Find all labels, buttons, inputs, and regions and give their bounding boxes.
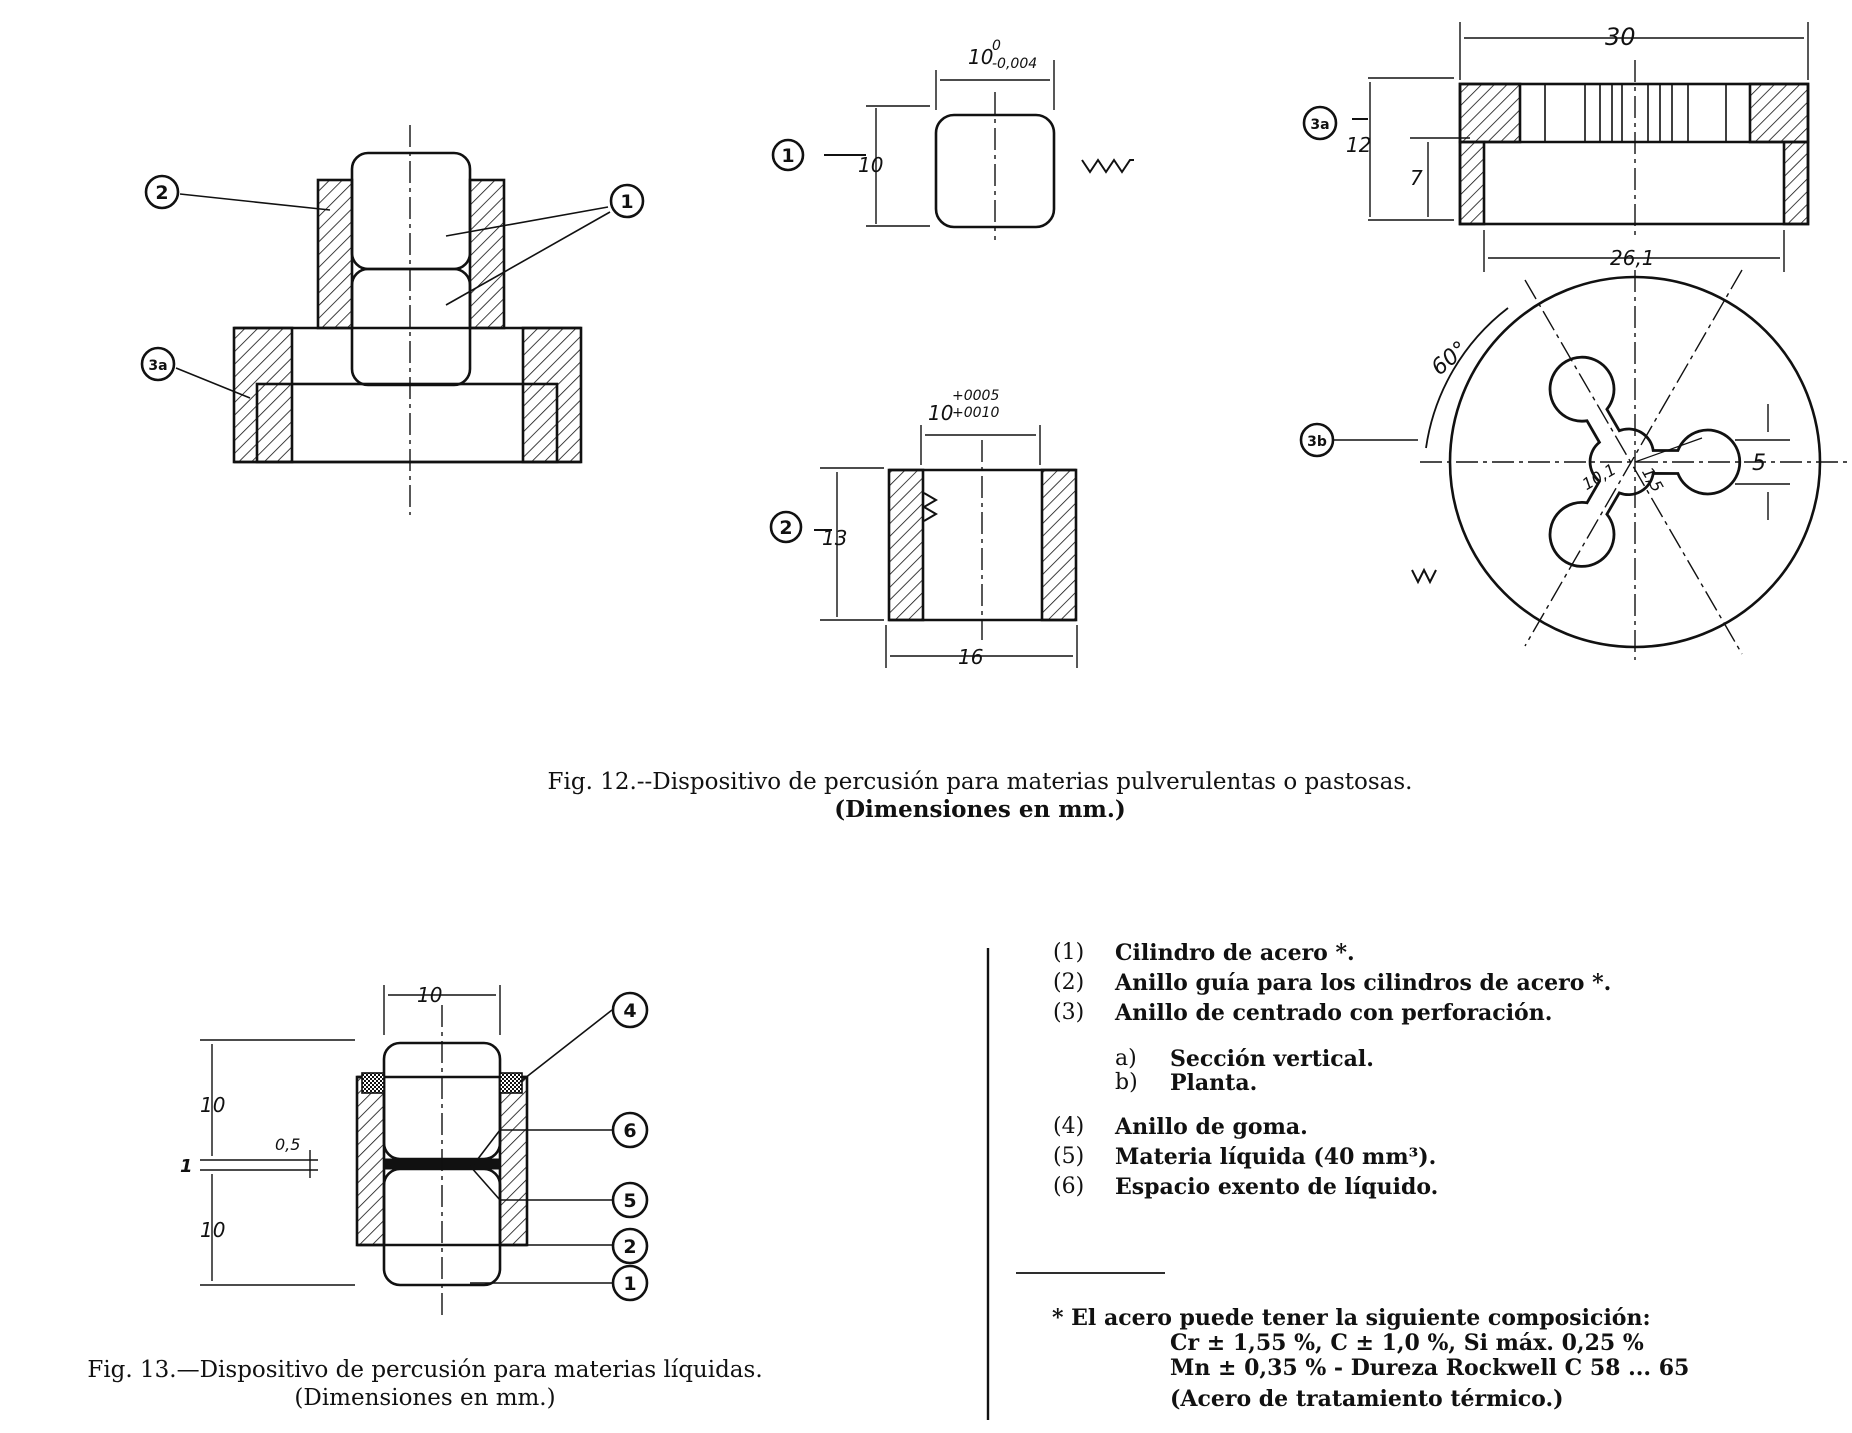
dim-fig13-one: 1 — [180, 1156, 193, 1177]
callout-label: 5 — [623, 1190, 636, 1212]
footnote: * El acero puede tener la siguiente comp… — [1052, 1306, 1832, 1412]
callout-label: 1 — [620, 191, 633, 213]
callout-3b-plan — [1299, 422, 1335, 458]
callout-label: 1 — [781, 145, 794, 167]
callout-2-fig12 — [144, 174, 180, 210]
fig12-cylinder-detail — [824, 60, 1134, 240]
fig13-caption: Fig. 13.—Dispositivo de percusión para m… — [20, 1356, 830, 1412]
fig13-caption-line1: Fig. 13.—Dispositivo de percusión para m… — [87, 1357, 763, 1383]
legend-item: (3)Anillo de centrado con perforación. — [1053, 1000, 1553, 1026]
callout-1-fig12 — [609, 183, 645, 219]
legend-item: (1)Cilindro de acero *. — [1053, 940, 1355, 966]
legend: (1)Cilindro de acero *. (2)Anillo guía p… — [1053, 938, 1813, 1202]
callout-label: 1 — [623, 1273, 636, 1295]
fig12-assembly-leaders — [175, 193, 611, 399]
legend-subitem: a)Sección vertical. — [1115, 1046, 1374, 1072]
dim-ring-tol-lower: +0010 — [952, 405, 999, 421]
legend-item: (4)Anillo de goma. — [1053, 1114, 1308, 1140]
callout-label: 3a — [148, 358, 167, 374]
footnote-line1: * El acero puede tener la siguiente comp… — [1052, 1305, 1651, 1331]
callout-label: 2 — [155, 182, 168, 204]
fig12-guide-ring-detail — [814, 425, 1078, 668]
fig12-centering-ring-section — [1352, 22, 1810, 272]
callout-6-fig13 — [611, 1111, 649, 1149]
fig12-caption-line1: Fig. 12.--Dispositivo de percusión para … — [547, 769, 1413, 795]
callout-2-ring — [769, 510, 803, 544]
dim-centr-depth: 7 — [1410, 166, 1423, 190]
dim-ring-tol-upper: +0005 — [952, 388, 999, 404]
dim-angle: 60° — [1427, 337, 1473, 381]
callout-1-cylinder — [771, 138, 805, 172]
legend-item: (2)Anillo guía para los cilindros de ace… — [1053, 970, 1612, 996]
dim-fig13-diameter: 10 — [417, 983, 442, 1007]
callout-label: 6 — [623, 1120, 636, 1142]
dim-centr-height: 12 — [1346, 133, 1371, 157]
footnote-line2: Cr ± 1,55 %, C ± 1,0 %, Si máx. 0,25 % — [1170, 1330, 1644, 1356]
fig13-caption-line2: (Dimensiones en mm.) — [294, 1385, 556, 1411]
callout-3a-fig12 — [140, 346, 176, 382]
dim-ring-height: 13 — [822, 526, 847, 550]
dim-ring-bore: 10 — [928, 401, 953, 425]
legend-item: (5)Materia líquida (40 mm³). — [1053, 1144, 1437, 1170]
legend-item: (6)Espacio exento de líquido. — [1053, 1174, 1439, 1200]
dim-fig13-top: 10 — [200, 1093, 225, 1117]
dim-centr-outer: 30 — [1605, 23, 1636, 51]
callout-1-fig13 — [611, 1264, 649, 1302]
dim-cyl-diameter: 10 — [968, 45, 993, 69]
callout-label: 2 — [779, 517, 792, 539]
footnote-line3: Mn ± 0,35 % - Dureza Rockwell C 58 ... 6… — [1170, 1355, 1690, 1381]
dim-fig13-gap: 0,5 — [275, 1135, 300, 1154]
dim-centr-inner: 26,1 — [1610, 246, 1655, 270]
legend-subitem: b)Planta. — [1115, 1070, 1258, 1096]
dim-cyl-tol-upper: 0 — [992, 38, 1001, 54]
callout-label: 4 — [623, 1000, 636, 1022]
callout-5-fig13 — [611, 1181, 649, 1219]
fig12-caption: Fig. 12.--Dispositivo de percusión para … — [420, 768, 1540, 824]
callout-2-fig13 — [611, 1227, 649, 1265]
callout-3a-section — [1302, 105, 1338, 141]
callout-label: 2 — [623, 1236, 636, 1258]
footnote-line4: (Acero de tratamiento térmico.) — [1170, 1386, 1564, 1412]
callout-label: 3a — [1310, 117, 1329, 133]
callout-4-fig13 — [611, 991, 649, 1029]
fig13-liquid-assembly — [200, 985, 613, 1320]
dim-fig13-bottom: 10 — [200, 1218, 225, 1242]
dim-pcd: 10,1 — [1579, 460, 1619, 494]
fig12-assembly-section — [232, 125, 583, 515]
fig12-centering-ring-plan — [1332, 269, 1852, 660]
callout-label: 3b — [1307, 434, 1327, 450]
dim-ring-outer: 16 — [958, 645, 983, 669]
fig12-caption-line2: (Dimensiones en mm.) — [834, 796, 1126, 823]
dim-cyl-tol-lower: -0,004 — [992, 56, 1037, 72]
dim-hole-width: 5 — [1752, 451, 1766, 476]
dim-cyl-height: 10 — [858, 153, 883, 177]
